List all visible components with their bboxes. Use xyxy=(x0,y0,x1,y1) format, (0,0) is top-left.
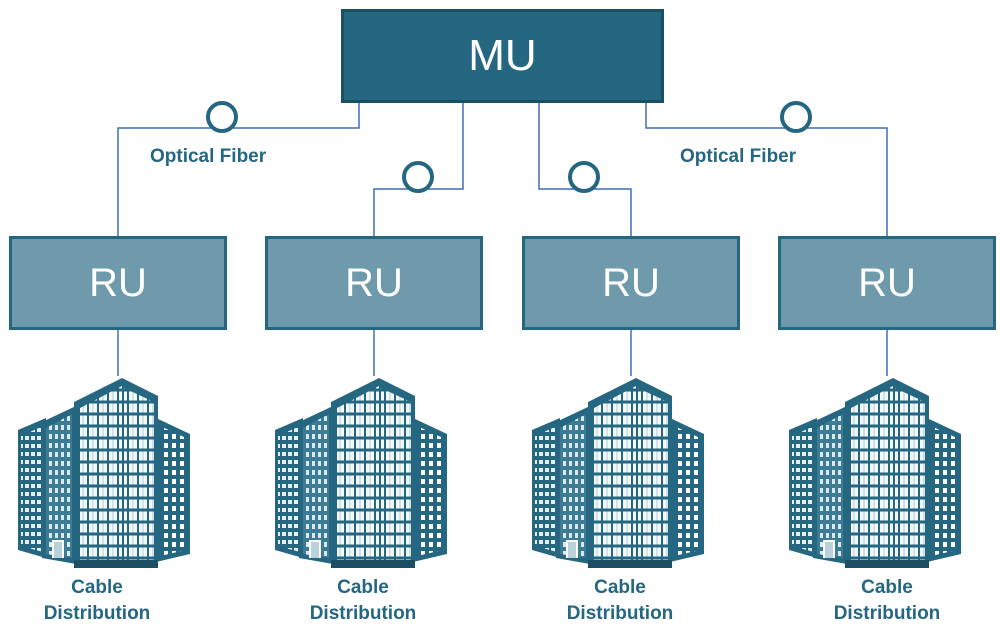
office-building-icon xyxy=(532,378,704,568)
caption-line-1: Cable xyxy=(71,577,123,598)
building-caption: Cable Distribution xyxy=(520,575,720,627)
building-caption: Cable Distribution xyxy=(263,575,463,627)
main-unit-label: MU xyxy=(468,31,537,80)
caption-line-2: Distribution xyxy=(43,603,151,624)
caption-line-1: Cable xyxy=(594,577,646,598)
office-building-icon xyxy=(789,378,961,568)
caption-line-2: Distribution xyxy=(833,603,941,624)
remote-unit-box: RU xyxy=(778,236,996,330)
fiber-connector-icon xyxy=(568,161,600,193)
office-building-icon xyxy=(18,378,190,568)
remote-unit-box: RU xyxy=(522,236,740,330)
remote-unit-label: RU xyxy=(602,260,660,305)
remote-unit-label: RU xyxy=(345,260,403,305)
caption-line-1: Cable xyxy=(861,577,913,598)
fiber-connector-icon xyxy=(780,101,812,133)
fiber-connector-icon xyxy=(206,101,238,133)
building-caption: Cable Distribution xyxy=(0,575,197,627)
remote-unit-box: RU xyxy=(9,236,227,330)
remote-unit-label: RU xyxy=(89,260,147,305)
fiber-connector-icon xyxy=(402,161,434,193)
remote-unit-box: RU xyxy=(265,236,483,330)
office-building-icon xyxy=(275,378,447,568)
caption-line-2: Distribution xyxy=(566,603,674,624)
caption-line-2: Distribution xyxy=(309,603,417,624)
remote-unit-label: RU xyxy=(858,260,916,305)
fiber-link-ru-4 xyxy=(645,103,888,236)
main-unit-box: MU xyxy=(341,9,664,103)
optical-fiber-label: Optical Fiber xyxy=(150,146,267,167)
building-caption: Cable Distribution xyxy=(787,575,987,627)
optical-fiber-label: Optical Fiber xyxy=(680,146,797,167)
caption-line-1: Cable xyxy=(337,577,389,598)
fiber-link-ru-1 xyxy=(117,103,360,236)
